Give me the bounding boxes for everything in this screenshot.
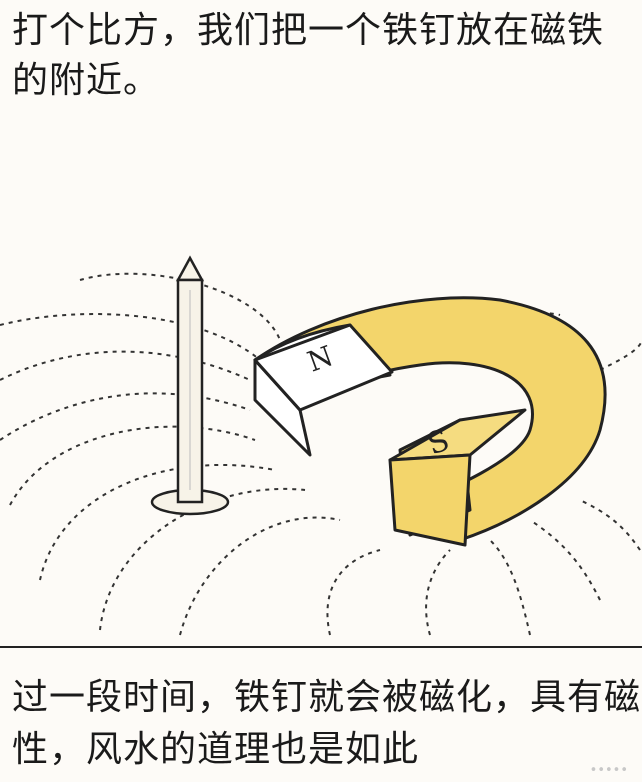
bottom-caption: 过一段时间，铁钉就会被磁化，具有磁性，风水的道理也是如此 [12,677,642,770]
magnet-nail-illustration: N S [0,255,642,636]
divider-line [0,646,642,648]
watermark: ••••• [589,763,628,778]
top-caption: 打个比方，我们把一个铁钉放在磁铁的附近。 [12,10,605,101]
horseshoe-magnet [253,296,607,547]
field-lines [0,272,642,636]
nail [150,255,230,516]
